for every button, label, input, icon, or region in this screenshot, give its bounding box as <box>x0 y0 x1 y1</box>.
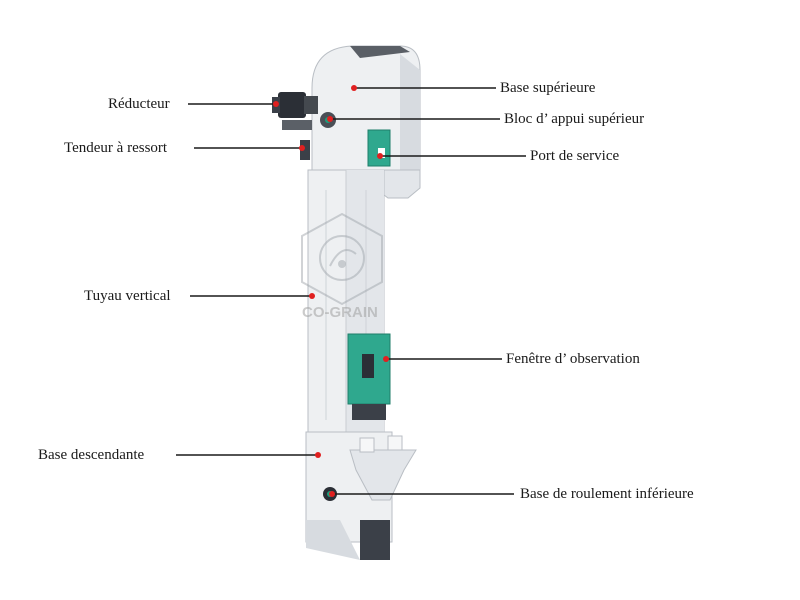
label-base-descendante: Base descendante <box>38 447 145 463</box>
label-port-service: Port de service <box>530 148 620 164</box>
watermark-logo <box>301 212 383 306</box>
label-base-roulement: Base de roulement inférieure <box>520 486 694 502</box>
label-tuyau: Tuyau vertical <box>84 288 171 304</box>
leader-lines <box>176 87 526 495</box>
spring-tensioner <box>300 140 310 160</box>
label-tendeur: Tendeur à ressort <box>64 140 168 156</box>
marker-dots <box>273 85 389 497</box>
boot-section <box>305 431 417 560</box>
label-bloc-appui: Bloc d’ appui supérieur <box>504 111 645 127</box>
label-reducteur: Réducteur <box>108 96 170 112</box>
observation-window <box>347 333 391 420</box>
label-fenetre: Fenêtre d’ observation <box>506 351 640 367</box>
watermark-text: CO-GRAIN <box>302 304 378 321</box>
label-base-superieure: Base supérieure <box>500 80 596 96</box>
gear-reducer <box>272 92 318 130</box>
